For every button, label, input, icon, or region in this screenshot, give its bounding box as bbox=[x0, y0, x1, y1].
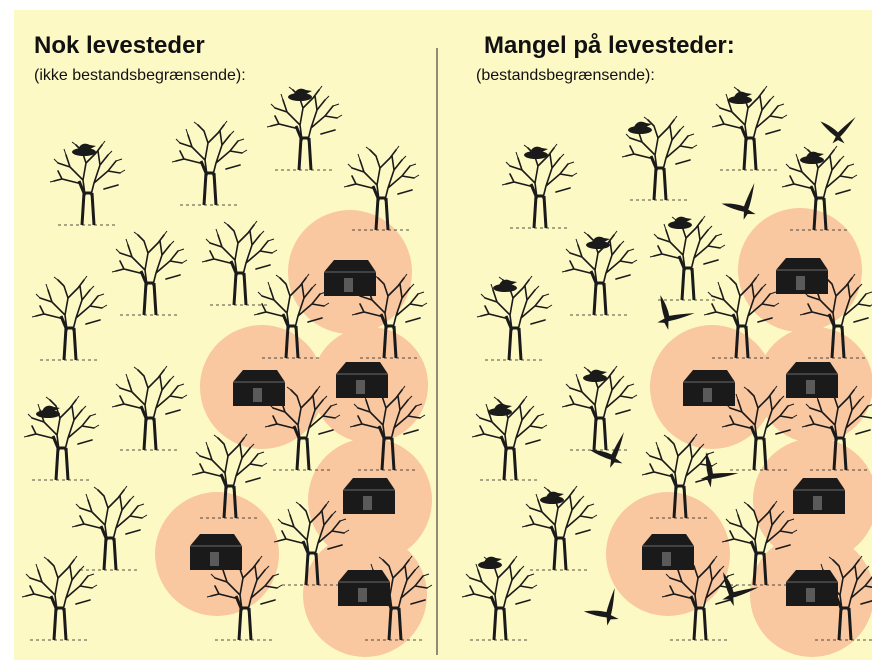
barn-icon bbox=[232, 369, 286, 407]
tree-with-nest-icon bbox=[628, 121, 652, 134]
barn-icon bbox=[792, 477, 846, 515]
tree-icon bbox=[110, 364, 189, 452]
tree-icon bbox=[22, 394, 101, 482]
barn-icon bbox=[785, 361, 839, 399]
tree-icon bbox=[30, 274, 109, 362]
left-panel-subtitle: (ikke bestandsbegrænsende): bbox=[34, 67, 246, 84]
tree-with-nest-icon bbox=[728, 91, 752, 104]
tree-icon bbox=[200, 219, 279, 307]
flying-bird-icon bbox=[690, 448, 739, 496]
tree-with-nest-icon bbox=[488, 403, 512, 416]
flying-bird-icon bbox=[646, 291, 695, 337]
tree-with-nest-icon bbox=[668, 216, 692, 229]
flying-bird-icon bbox=[719, 183, 767, 226]
barn-icon bbox=[323, 259, 377, 297]
right-panel-subtitle: (bestandsbegrænsende): bbox=[476, 67, 655, 84]
flying-bird-icon bbox=[820, 117, 856, 144]
tree-icon bbox=[170, 119, 249, 207]
barn-icon bbox=[775, 257, 829, 295]
left-panel-title: Nok levesteder bbox=[34, 32, 205, 59]
barn-icon bbox=[641, 533, 695, 571]
tree-with-nest-icon bbox=[493, 279, 517, 292]
barn-icon bbox=[785, 569, 839, 607]
tree-with-nest-icon bbox=[288, 88, 312, 101]
right-panel-title: Mangel på levesteder: bbox=[484, 32, 735, 59]
tree-with-nest-icon bbox=[800, 151, 824, 164]
tree-icon bbox=[20, 554, 99, 642]
tree-icon bbox=[110, 229, 189, 317]
barn-icon bbox=[189, 533, 243, 571]
barn-icon bbox=[342, 477, 396, 515]
tree-with-nest-icon bbox=[478, 556, 502, 569]
tree-icon bbox=[470, 394, 549, 482]
tree-with-nest-icon bbox=[586, 236, 610, 249]
barn-icon bbox=[337, 569, 391, 607]
tree-with-nest-icon bbox=[583, 369, 607, 382]
tree-icon bbox=[70, 484, 149, 572]
barn-icon bbox=[682, 369, 736, 407]
tree-with-nest-icon bbox=[540, 491, 564, 504]
tree-icon bbox=[648, 214, 727, 302]
barn-icon bbox=[335, 361, 389, 399]
tree-icon bbox=[460, 554, 539, 642]
